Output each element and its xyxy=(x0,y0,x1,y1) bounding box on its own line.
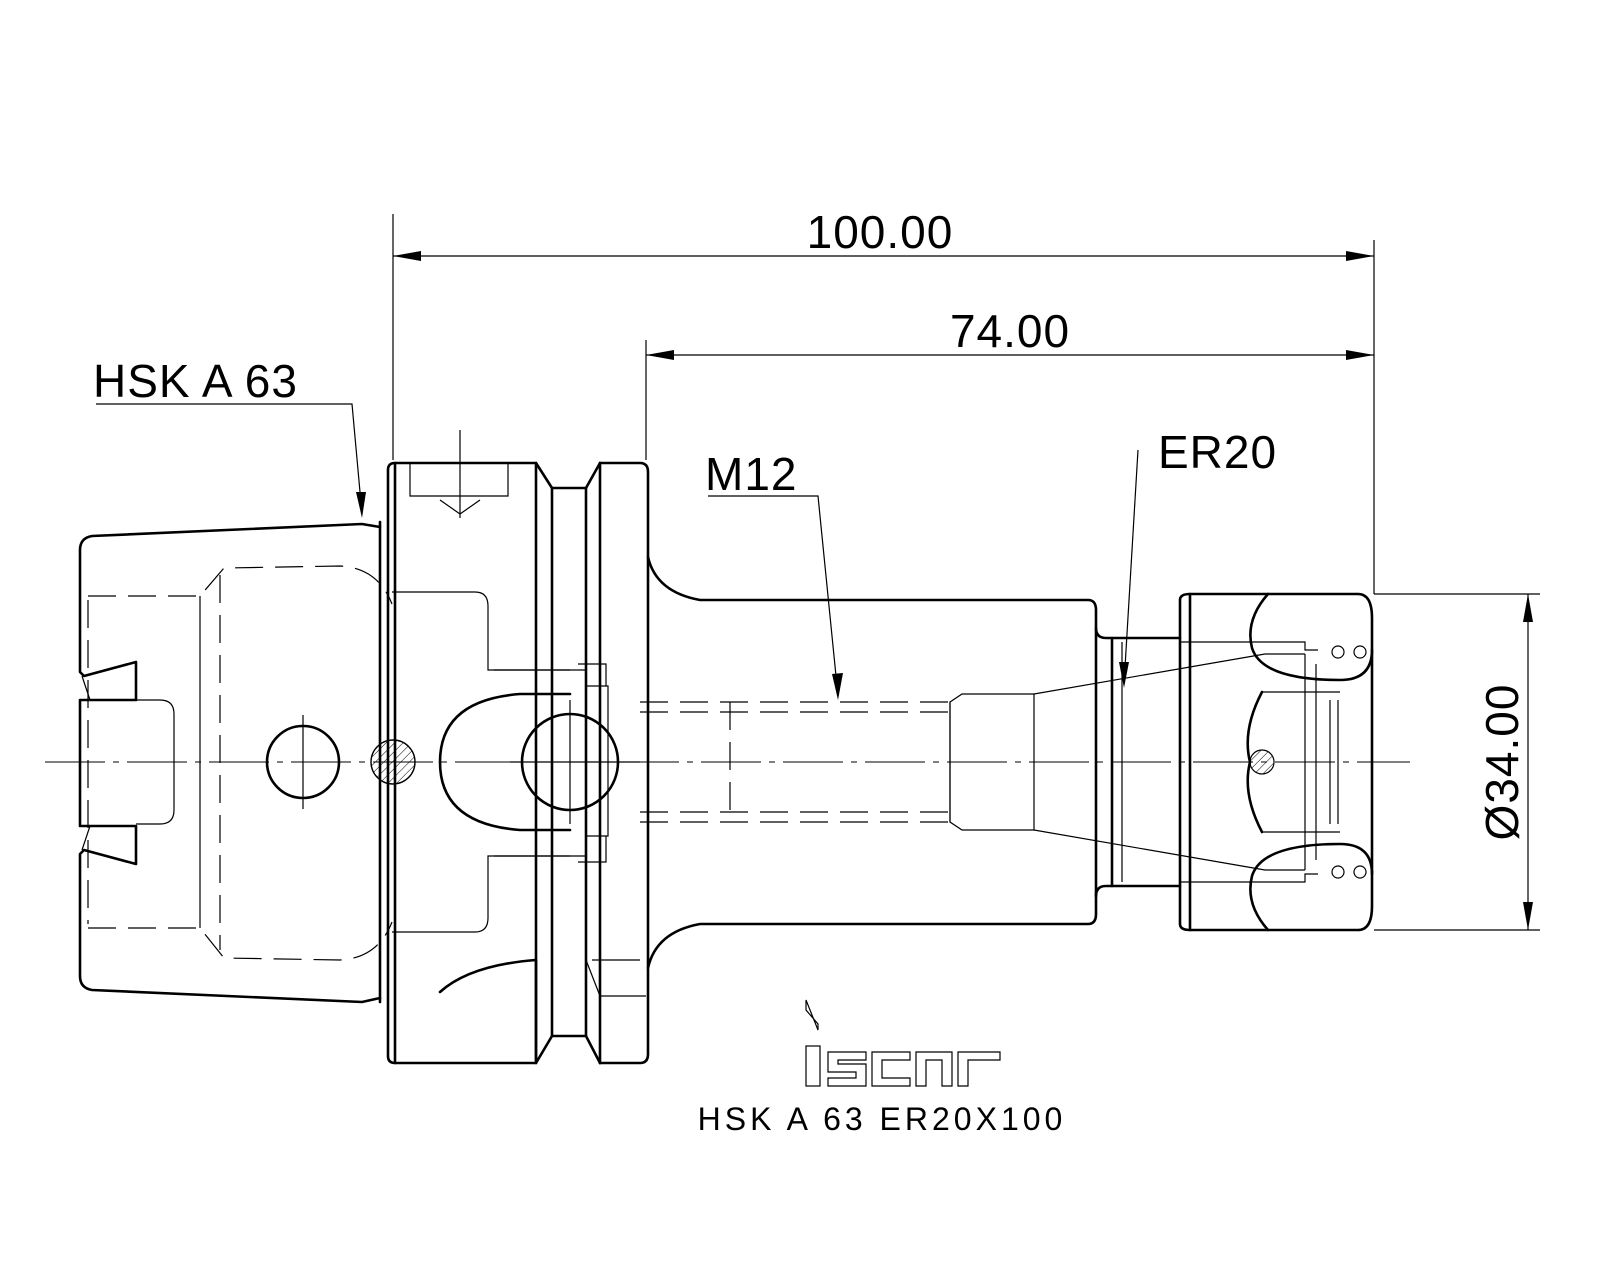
callout-m12-label: M12 xyxy=(705,448,797,500)
callout-er20-label: ER20 xyxy=(1158,426,1277,478)
callout-hsk-label: HSK A 63 xyxy=(93,355,298,407)
dimension-gauge-length: 74.00 xyxy=(646,305,1374,360)
er20-nut xyxy=(1178,592,1374,932)
flange xyxy=(370,430,650,1065)
dimension-nut-diameter: Ø34.00 xyxy=(1476,594,1533,930)
part-name: HSK A 63 ER20X100 xyxy=(698,1101,1067,1137)
dimension-nut-diameter-label: Ø34.00 xyxy=(1476,684,1528,841)
dimension-overall-length: 100.00 xyxy=(393,206,1374,261)
dimension-gauge-length-label: 74.00 xyxy=(950,305,1070,357)
hsk-taper-shank xyxy=(78,522,570,1004)
iscar-logo xyxy=(805,999,1001,1087)
dimension-overall-length-label: 100.00 xyxy=(807,206,954,258)
callout-er20: ER20 xyxy=(1119,426,1277,688)
callout-hsk: HSK A 63 xyxy=(93,355,366,518)
callout-m12: M12 xyxy=(705,448,843,700)
body xyxy=(640,555,1266,970)
